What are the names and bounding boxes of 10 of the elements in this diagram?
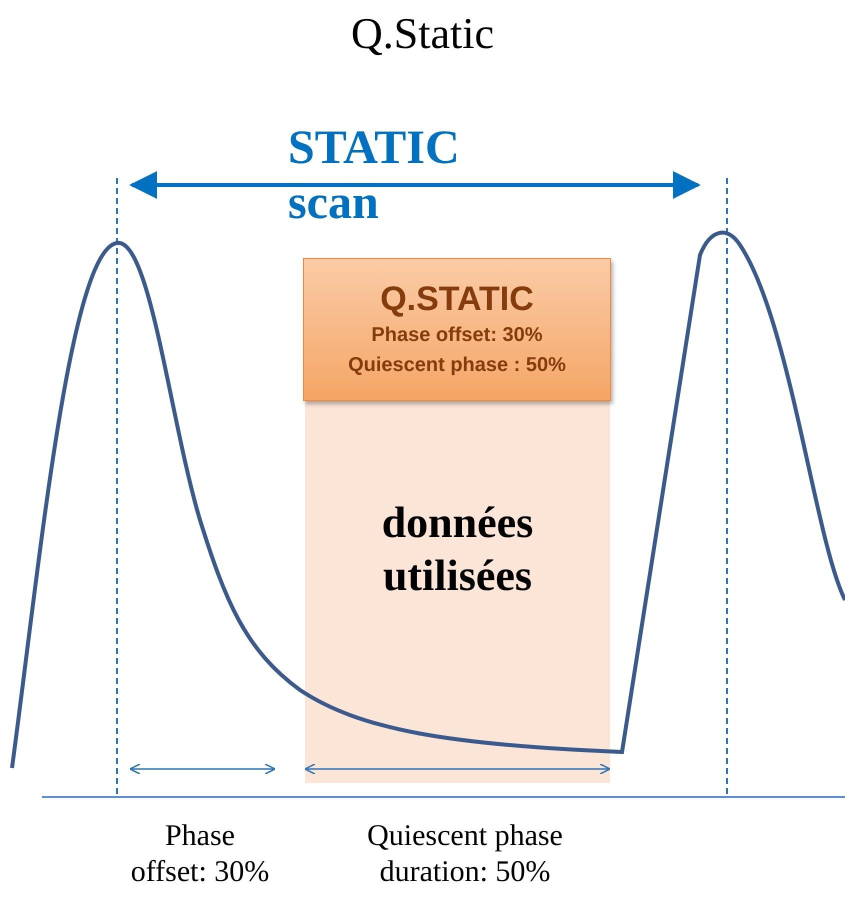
title: Q.Static	[350, 8, 495, 60]
axis-label: Quiescent phase duration: 50%	[366, 818, 564, 890]
box-text: Phase offset: 30%	[371, 323, 543, 348]
highlighted-region	[305, 401, 610, 783]
box-text: Quiescent phase : 50%	[348, 353, 566, 378]
info-box	[303, 258, 611, 401]
scan-label: STATIC scan	[288, 120, 461, 230]
region-label: données utilisées	[380, 497, 534, 602]
axis-label: Phase offset: 30%	[130, 818, 270, 890]
box-heading: Q.STATIC	[380, 280, 534, 318]
